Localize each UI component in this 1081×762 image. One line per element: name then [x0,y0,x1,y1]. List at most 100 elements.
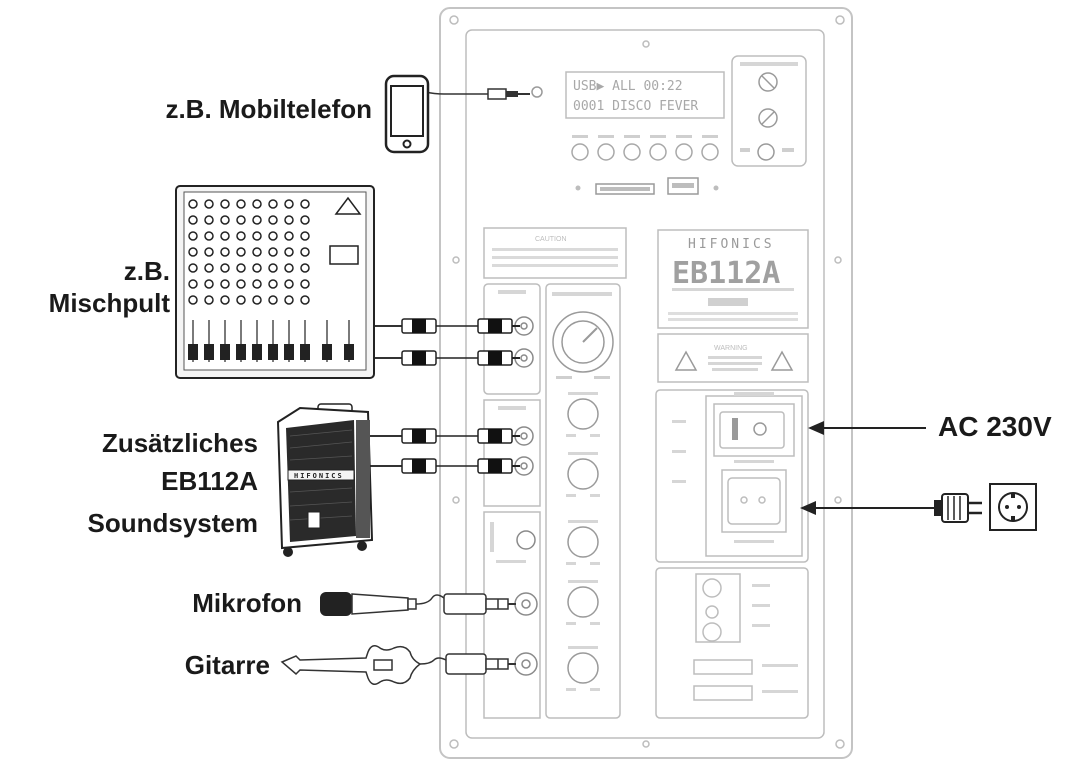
mixer-knob [252,199,262,209]
mixer-knob [236,295,246,305]
mixer-knob [236,279,246,289]
mixer-knob [188,279,198,289]
mixer-knob [268,295,278,305]
mixer-knob [188,295,198,305]
mixer-knob [300,247,310,257]
mixer-knob [284,231,294,241]
caution-title: CAUTION [535,236,567,243]
mixer-knob [284,215,294,225]
mixer-knob [188,263,198,273]
mixer-knob [284,263,294,273]
mixer-knob [252,263,262,273]
mixer-knob [300,279,310,289]
mixer-knob [220,199,230,209]
mixer-knob [204,247,214,257]
mixer-knob [284,295,294,305]
mixer-knob [188,215,198,225]
mixer-knob [284,279,294,289]
label-mixer-line2: Mischpult [48,288,170,318]
mixer-knob [268,215,278,225]
mixer-knob [252,215,262,225]
mixer-knob [300,295,310,305]
master-volume-knob [552,311,614,379]
wall-socket-icon [989,483,1037,531]
mixer-knob [204,215,214,225]
mixer-knob [268,279,278,289]
mixer-icon [175,185,375,379]
mixer-knob [252,231,262,241]
input-section [483,283,621,719]
mixer-rca-cables [374,318,520,366]
mixer-knob [300,199,310,209]
mixer-knob [204,279,214,289]
label-microphone: Mikrofon [192,588,302,618]
guitar-cable [419,653,516,675]
mixer-knob [220,263,230,273]
ac-arrow [808,421,926,435]
mixer-knob [300,231,310,241]
speaker-cabinet-icon: HIFONICS [276,403,374,557]
guitar-icon [280,645,422,685]
mixer-knob [252,295,262,305]
caution-label: CAUTION [483,227,627,279]
mixer-knob [236,215,246,225]
mixer-knob [220,215,230,225]
mixer-knob [252,279,262,289]
mixer-knob [236,199,246,209]
mixer-knob [284,199,294,209]
mixer-knob [300,263,310,273]
mixer-knob [188,199,198,209]
warning-plate: WARNING [657,333,809,383]
mixer-knob [236,263,246,273]
audio-in-gain-section [731,55,807,167]
microphone-cable [415,593,516,615]
mobile-phone-icon [384,74,430,154]
mixer-knob [188,247,198,257]
mixer-knob [204,231,214,241]
mixer-knob [268,247,278,257]
label-guitar: Gitarre [184,650,270,680]
mixer-knob [236,247,246,257]
extra-system-rca-cables [370,428,520,474]
panel-screws [449,15,845,749]
display-line-1: USB▶ ALL 00:22 [573,79,683,94]
mixer-knob [300,215,310,225]
power-plug-icon [934,493,982,523]
speaker-brand: HIFONICS [294,472,344,480]
mixer-knob [268,263,278,273]
lcd-display: USB▶ ALL 00:22 0001 DISCO FEVER [565,71,725,119]
label-mobile-phone: z.B. Mobiltelefon [165,94,372,124]
mixer-knob [204,263,214,273]
mixer-knob [220,295,230,305]
sd-usb-slots [575,177,719,195]
power-cable-arrow [800,501,934,515]
mixer-knob [220,279,230,289]
mixer-knob [220,231,230,241]
aux-in-jack [531,86,543,98]
mixer-knob [284,247,294,257]
power-section [655,389,809,719]
brand-name: HIFONICS [688,237,775,252]
mixer-knob [252,247,262,257]
brand-plate: HIFONICS EB112A [657,229,809,329]
mixer-knob [220,247,230,257]
label-ac-230v: AC 230V [938,411,1052,442]
speaker-back-panel [465,29,825,739]
label-extra-system-line2: EB112A [161,466,258,496]
tone-knobs [567,398,599,684]
microphone-icon [320,592,417,616]
mixer-knob [268,231,278,241]
model-name: EB112A [672,256,780,291]
mixer-knob [204,199,214,209]
mixer-knob [236,231,246,241]
mixer-knob [188,231,198,241]
player-buttons [571,143,719,161]
label-extra-system-line1: Zusätzliches [101,428,258,458]
mixer-knob [204,295,214,305]
display-line-2: 0001 DISCO FEVER [573,99,698,114]
warning-title: WARNING [714,345,748,352]
label-extra-system-line3: Soundsystem [87,508,259,538]
label-mixer-line1: z.B. [123,256,170,286]
mixer-knob [268,199,278,209]
